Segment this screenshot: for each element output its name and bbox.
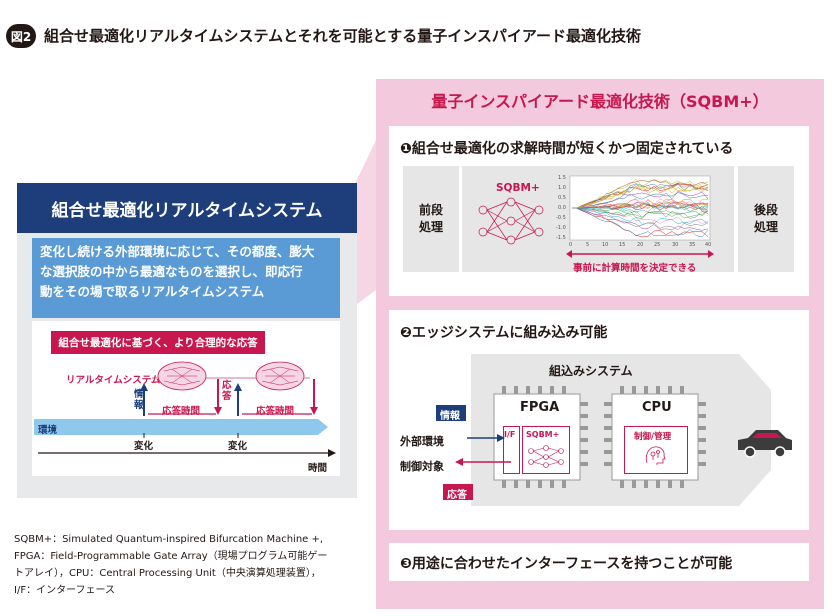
trajectory-line	[572, 198, 709, 209]
trajectory-line	[572, 204, 709, 213]
x-tick: 35	[689, 242, 695, 248]
fixed-time-arrow	[566, 250, 714, 258]
trajectory-line	[572, 179, 709, 209]
x-tick: 40	[705, 242, 711, 248]
trajectory-line	[572, 192, 708, 209]
post-process-box: 後段処理	[738, 166, 794, 272]
response-label: 応答	[222, 380, 232, 402]
left-panel-title: 組合せ最適化リアルタイムシステム	[17, 183, 357, 233]
fixed-time-note: 事前に計算時間を決定できる	[573, 263, 697, 274]
response-badge	[443, 484, 473, 500]
cpu-label: CPU	[642, 400, 672, 415]
trajectory-line	[572, 183, 709, 209]
desc-line-3: 動をその場で取るリアルタイムシステム	[40, 284, 265, 299]
trajectory-line	[572, 207, 709, 219]
footnote-line: トアレイ），CPU：Central Processing Unit（中央演算処理…	[14, 568, 321, 579]
control-target-label: 制御対象	[400, 460, 444, 473]
x-tick: 20	[637, 242, 643, 248]
fpga-sqbm-label: SQBM+	[526, 430, 560, 439]
post-process-line: 後段	[753, 203, 778, 217]
x-tick: 15	[619, 242, 625, 248]
sqbm-network-icon	[478, 197, 544, 245]
car-icon	[738, 430, 792, 458]
fpga-label: FPGA	[520, 400, 560, 415]
x-tick: 5	[586, 242, 589, 248]
x-tick: 25	[654, 242, 660, 248]
pre-process-line: 処理	[418, 220, 443, 234]
embedded-system-label: 組込みシステム	[549, 364, 633, 378]
response-time-label-1: 応答時間	[162, 406, 201, 417]
change-label-2: 変化	[228, 441, 248, 452]
trajectory-line	[572, 198, 709, 209]
figure-badge: 図2	[6, 24, 36, 48]
sqbm-label: SQBM+	[496, 182, 540, 194]
time-label: 時間	[308, 463, 328, 474]
io-arrows	[455, 434, 511, 466]
footnote-line: SQBM+：Simulated Quantum-inspired Bifurca…	[14, 534, 324, 545]
network-icon	[528, 445, 564, 468]
callout-rational-response: 組合せ最適化に基づく、より合理的な応答	[51, 331, 265, 354]
info-label-2: 情報	[440, 411, 460, 422]
section-3-title: ❸用途に合わせたインターフェースを持つことが可能	[400, 556, 733, 572]
external-env-label: 外部環境	[400, 435, 444, 448]
trajectory-line	[572, 207, 709, 219]
figure-title: 組合せ最適化リアルタイムシステムとそれを可能とする量子インスパイアード最適化技術	[44, 27, 642, 45]
response-label-2: 応答	[447, 490, 467, 501]
footnote-line: FPGA：Field-Programmable Gate Array（現場プログ…	[14, 551, 328, 562]
response-time-label-2: 応答時間	[256, 406, 295, 417]
environment-label: 環境	[38, 425, 58, 436]
brain-chip-icon	[645, 446, 666, 465]
x-tick: 0	[569, 242, 572, 248]
left-panel-description: 変化し続ける外部環境に応じて、その都度、膨大 な選択肢の中から最適なものを選択し…	[32, 238, 340, 318]
trajectory-line	[572, 184, 709, 209]
y-tick: 0.0	[558, 205, 566, 211]
footnote-line: I/F：インターフェース	[14, 585, 115, 596]
info-label: 情報	[134, 389, 144, 411]
info-badge	[436, 405, 466, 421]
x-tick: 30	[672, 242, 678, 248]
trajectory-line	[572, 183, 709, 209]
desc-line-2: な選択肢の中から最適なものを選択し、即応行	[40, 264, 303, 279]
section-2-title: ❷エッジシステムに組み込み可能	[400, 325, 608, 341]
fpga-sqbm-box	[522, 426, 570, 474]
realtime-system-label: リアルタイムシステム	[66, 375, 161, 386]
change-label-1: 変化	[134, 441, 154, 452]
timeline-graphics	[34, 361, 336, 457]
if-box	[503, 426, 520, 474]
trajectory-line	[572, 207, 709, 224]
section-1-title: ❶組合せ最適化の求解時間が短くかつ固定されている	[400, 141, 734, 157]
trajectory-line	[572, 207, 709, 231]
pre-process-box: 前段処理	[403, 166, 459, 272]
y-tick: 1.5	[558, 175, 566, 181]
trajectory-line	[572, 183, 709, 209]
y-tick: 1.0	[558, 185, 566, 191]
footnote: SQBM+：Simulated Quantum-inspired Bifurca…	[14, 531, 359, 599]
desc-line-1: 変化し続ける外部環境に応じて、その都度、膨大	[40, 244, 315, 259]
post-process-line: 処理	[753, 220, 778, 234]
trajectory-lines	[572, 178, 709, 238]
y-tick: -1.0	[556, 225, 566, 231]
trajectory-line	[572, 207, 709, 238]
control-mgmt-label: 制御/管理	[634, 432, 672, 442]
bifurcation-plot: 1.5 1.0 0.5 0.0 -0.5 -1.0 -1.5 0 5 10 15…	[556, 175, 711, 248]
trajectory-line	[572, 207, 709, 225]
x-tick: 10	[602, 242, 608, 248]
y-tick: -0.5	[556, 215, 566, 221]
chip-icon	[604, 386, 706, 488]
control-box	[624, 426, 688, 474]
y-tick: -1.5	[556, 235, 566, 241]
section-3-card	[389, 543, 809, 581]
y-tick: 0.5	[558, 195, 566, 201]
right-panel-title: 量子インスパイアード最適化技術（SQBM+）	[431, 92, 769, 111]
pre-process-line: 前段	[418, 203, 443, 217]
trajectory-line	[572, 178, 709, 209]
chip-icon	[493, 386, 588, 488]
trajectory-line	[572, 203, 709, 210]
if-label: I/F	[504, 430, 516, 439]
